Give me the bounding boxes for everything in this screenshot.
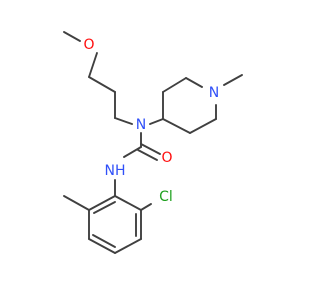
bond-aryl-chlorine (140, 203, 152, 211)
bond-aryl-4-inner (92, 234, 116, 248)
bond-aryl-4 (88, 238, 116, 254)
bond-aryl-6 (88, 195, 116, 211)
bond-aryl-6-inner (93, 201, 116, 214)
piperidine-nitrogen-label: N (209, 85, 219, 101)
bond-n-to-ring (149, 118, 164, 125)
bond-ether-chain (88, 52, 98, 78)
ether-oxygen-label: O (83, 37, 94, 53)
urea-nh-label: NH (105, 163, 126, 179)
bond-n-methyl (223, 74, 243, 86)
bond-carbonyl-double-b (137, 149, 158, 161)
bond-ring-3 (185, 77, 203, 88)
bond-aryl-1 (114, 195, 142, 211)
bond-carbonyl-to-nh (123, 146, 142, 158)
bond-ring-6 (162, 118, 191, 134)
bond-chain-to-n (114, 117, 133, 125)
chlorine-label: Cl (159, 189, 173, 205)
carbonyl-oxygen-label: O (161, 150, 172, 166)
bond-aryl-methyl (63, 195, 90, 211)
bond-carbonyl-double-a (140, 143, 161, 155)
bond-skeleton (63, 31, 243, 254)
atom-labels: O N N NH O Cl (83, 37, 219, 205)
bond-aryl-3 (114, 238, 142, 254)
bond-methyl-ether (63, 31, 81, 42)
bond-chain-1 (88, 76, 116, 93)
urea-nitrogen-label: N (136, 117, 146, 133)
bond-ring-2 (162, 77, 187, 93)
chemical-structure-diagram: O N N NH O Cl (63, 31, 243, 254)
bond-ring-5 (189, 118, 217, 134)
